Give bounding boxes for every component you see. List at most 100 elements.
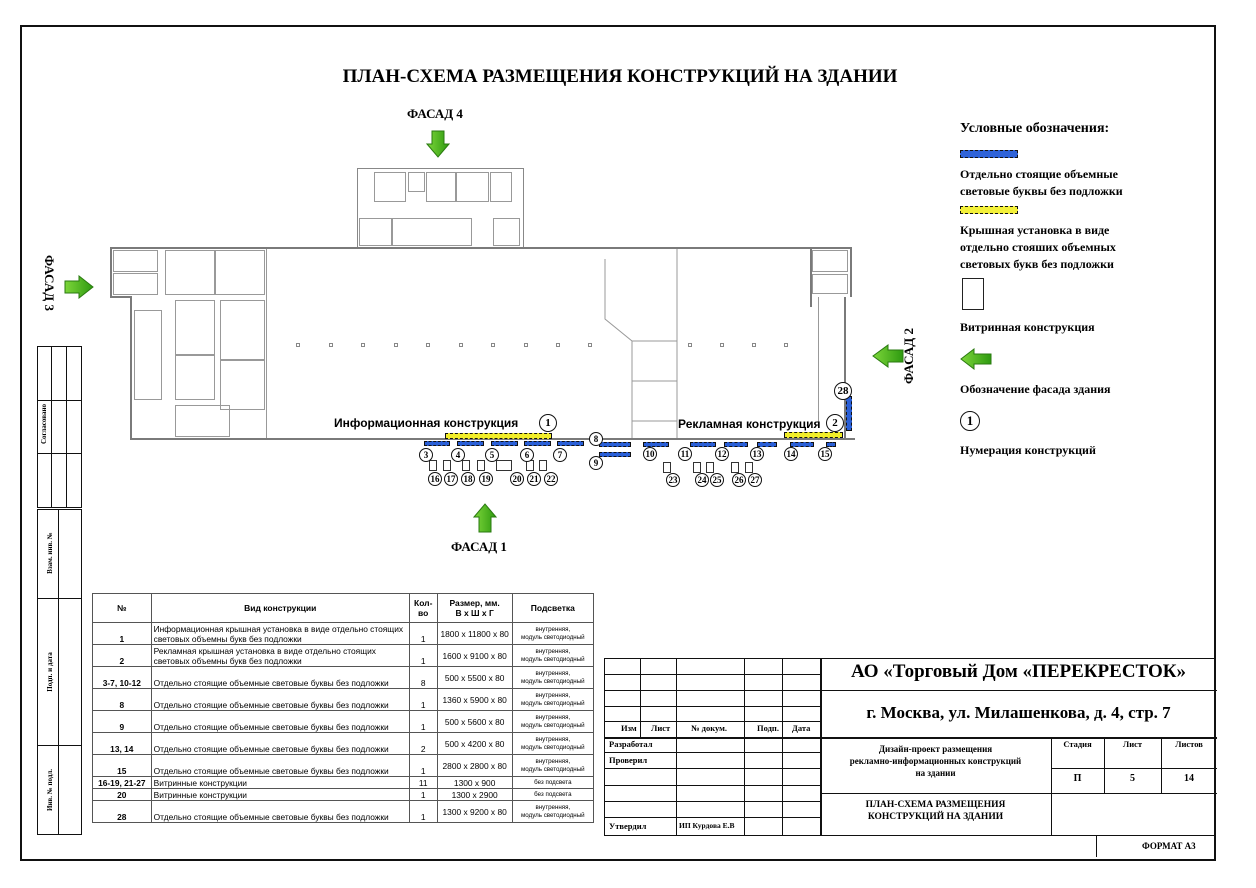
construction-15-letters[interactable] — [826, 442, 836, 447]
spec-size: 1300 х 2900 — [436, 788, 513, 801]
plan-room — [374, 172, 406, 202]
marker-5: 5 — [485, 448, 499, 462]
spec-qty: 11 — [408, 776, 438, 789]
marker-11: 11 — [678, 447, 692, 461]
vitrine-27[interactable] — [745, 462, 753, 473]
spec-size: 500 х 5500 х 80 — [436, 666, 513, 689]
plan-room — [175, 300, 215, 355]
spec-num: 1 — [92, 622, 152, 645]
construction-5-letters[interactable] — [491, 441, 518, 446]
spec-light: внутренняя,модуль светодиодный — [511, 644, 595, 667]
plan-room — [812, 250, 848, 272]
vitrine-22[interactable] — [539, 460, 547, 471]
construction-3-letters[interactable] — [424, 441, 450, 446]
format-box — [1096, 835, 1216, 857]
plan-room — [165, 250, 215, 295]
spec-size: 500 х 4200 х 80 — [436, 732, 513, 755]
marker-26: 26 — [732, 473, 746, 487]
spec-size: 1300 х 900 — [436, 776, 513, 789]
plan-room — [408, 172, 425, 192]
marker-18: 18 — [461, 472, 475, 486]
stamp-podp: Подп. и дата — [46, 652, 54, 692]
construction-10-letters[interactable] — [643, 442, 669, 447]
vitrine-17[interactable] — [443, 460, 451, 471]
tb-col-sign: Подп. — [757, 723, 779, 733]
marker-2: 2 — [826, 414, 844, 432]
construction-6-letters[interactable] — [524, 441, 551, 446]
spec-num: 15 — [92, 754, 152, 777]
vitrine-25[interactable] — [706, 462, 714, 473]
construction-1-roof-sign[interactable] — [445, 433, 552, 439]
spec-num: 28 — [92, 800, 152, 823]
construction-14-letters[interactable] — [790, 442, 814, 447]
tb-col-date: Дата — [792, 723, 811, 733]
plan-wall — [844, 297, 846, 439]
stamp-vzam: Взам. инв. № — [46, 532, 54, 574]
vitrine-24[interactable] — [693, 462, 701, 473]
legend-item-numbering: Нумерация конструкций — [960, 443, 1096, 457]
construction-28-letters[interactable] — [846, 396, 852, 431]
drawing-frame — [20, 25, 1216, 861]
marker-15: 15 — [818, 447, 832, 461]
facade-1-label: ФАСАД 1 — [451, 539, 507, 554]
construction-13-letters[interactable] — [757, 442, 777, 447]
vitrine-26[interactable] — [731, 462, 739, 473]
title-block: Изм Лист № докум. Подп. Дата Разработал … — [604, 658, 1217, 836]
construction-4-letters[interactable] — [457, 441, 484, 446]
vitrine-19[interactable] — [477, 460, 485, 471]
facade-4-label: ФАСАД 4 — [407, 106, 463, 121]
plan-room — [134, 310, 162, 400]
plan-wall — [110, 247, 850, 249]
spec-qty: 1 — [408, 622, 438, 645]
plan-wall — [818, 297, 819, 427]
legend-title: Условные обозначения: — [960, 121, 1110, 136]
tb-sheets-label: Листов — [1175, 739, 1203, 749]
legend-item-roof: Крышная установка в виде отдельно стояши… — [960, 223, 1116, 271]
construction-9-letters[interactable] — [599, 452, 631, 457]
plan-room — [175, 355, 215, 400]
spec-size: 2800 х 2800 х 80 — [436, 754, 513, 777]
spec-num: 20 — [92, 788, 152, 801]
facade-4-arrow-icon — [426, 130, 450, 158]
tb-approved-by: ИП Курдова Е.В — [679, 821, 735, 830]
vitrine-20[interactable] — [496, 460, 512, 471]
marker-22: 22 — [544, 472, 558, 486]
spec-type: Рекламная крышная установка в виде отдел… — [150, 644, 410, 667]
plan-room — [113, 273, 158, 295]
construction-8-letters[interactable] — [599, 442, 631, 447]
vitrine-16[interactable] — [429, 460, 437, 471]
marker-17: 17 — [444, 472, 458, 486]
construction-7-letters[interactable] — [557, 441, 584, 446]
spec-type: Отдельно стоящие объемные световые буквы… — [150, 754, 410, 777]
construction-2-roof-sign[interactable] — [784, 432, 843, 438]
marker-16: 16 — [428, 472, 442, 486]
construction-12-letters[interactable] — [724, 442, 748, 447]
marker-28: 28 — [834, 382, 852, 400]
marker-1: 1 — [539, 414, 557, 432]
legend-item-letters: Отдельно стоящие объемные световые буквы… — [960, 167, 1123, 198]
info-construction-label: Информационная конструкция — [334, 416, 519, 430]
legend-vitrine-icon — [962, 278, 984, 310]
vitrine-23[interactable] — [663, 462, 671, 473]
plan-room — [493, 218, 520, 246]
spec-num: 16-19, 21-27 — [92, 776, 152, 789]
plan-wall — [810, 247, 852, 249]
spec-num: 2 — [92, 644, 152, 667]
construction-11-letters[interactable] — [690, 442, 716, 447]
spec-qty: 2 — [408, 732, 438, 755]
tb-approved: Утвердил — [609, 821, 647, 831]
plan-wall — [266, 249, 267, 438]
marker-3: 3 — [419, 448, 433, 462]
legend-blue-bar-icon — [960, 150, 1018, 158]
spec-size: 1300 х 9200 х 80 — [436, 800, 513, 823]
plan-wall — [130, 296, 132, 439]
spec-num: 8 — [92, 688, 152, 711]
spec-qty: 1 — [408, 644, 438, 667]
plan-room — [456, 172, 489, 202]
tb-col-izm: Изм — [621, 723, 637, 733]
tb-col-list: Лист — [651, 723, 671, 733]
tb-sheets: 14 — [1184, 773, 1194, 784]
vitrine-18[interactable] — [462, 460, 470, 471]
